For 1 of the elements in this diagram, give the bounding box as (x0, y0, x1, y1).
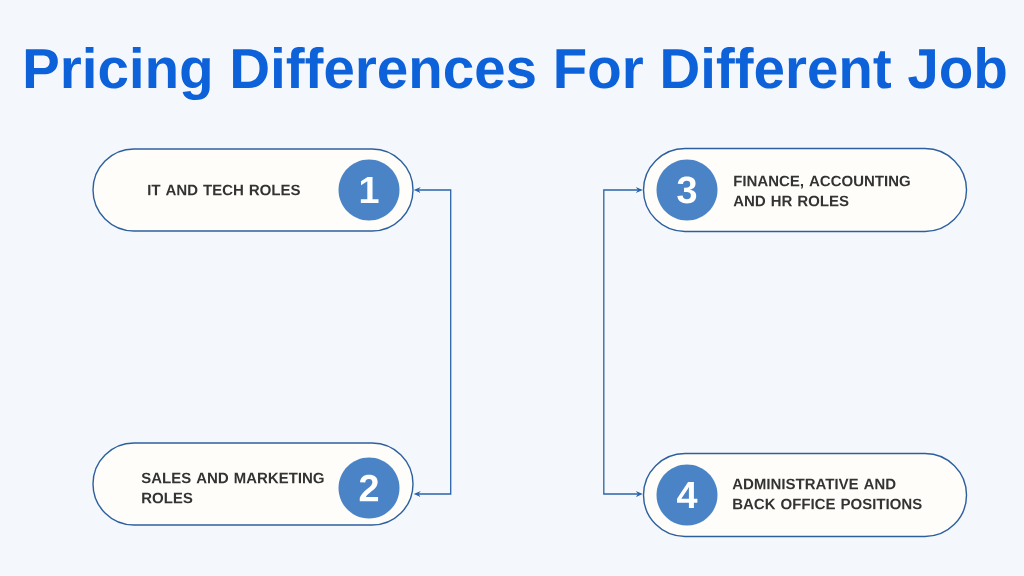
title: Pricing Differences For Different Job (25, 47, 1006, 100)
